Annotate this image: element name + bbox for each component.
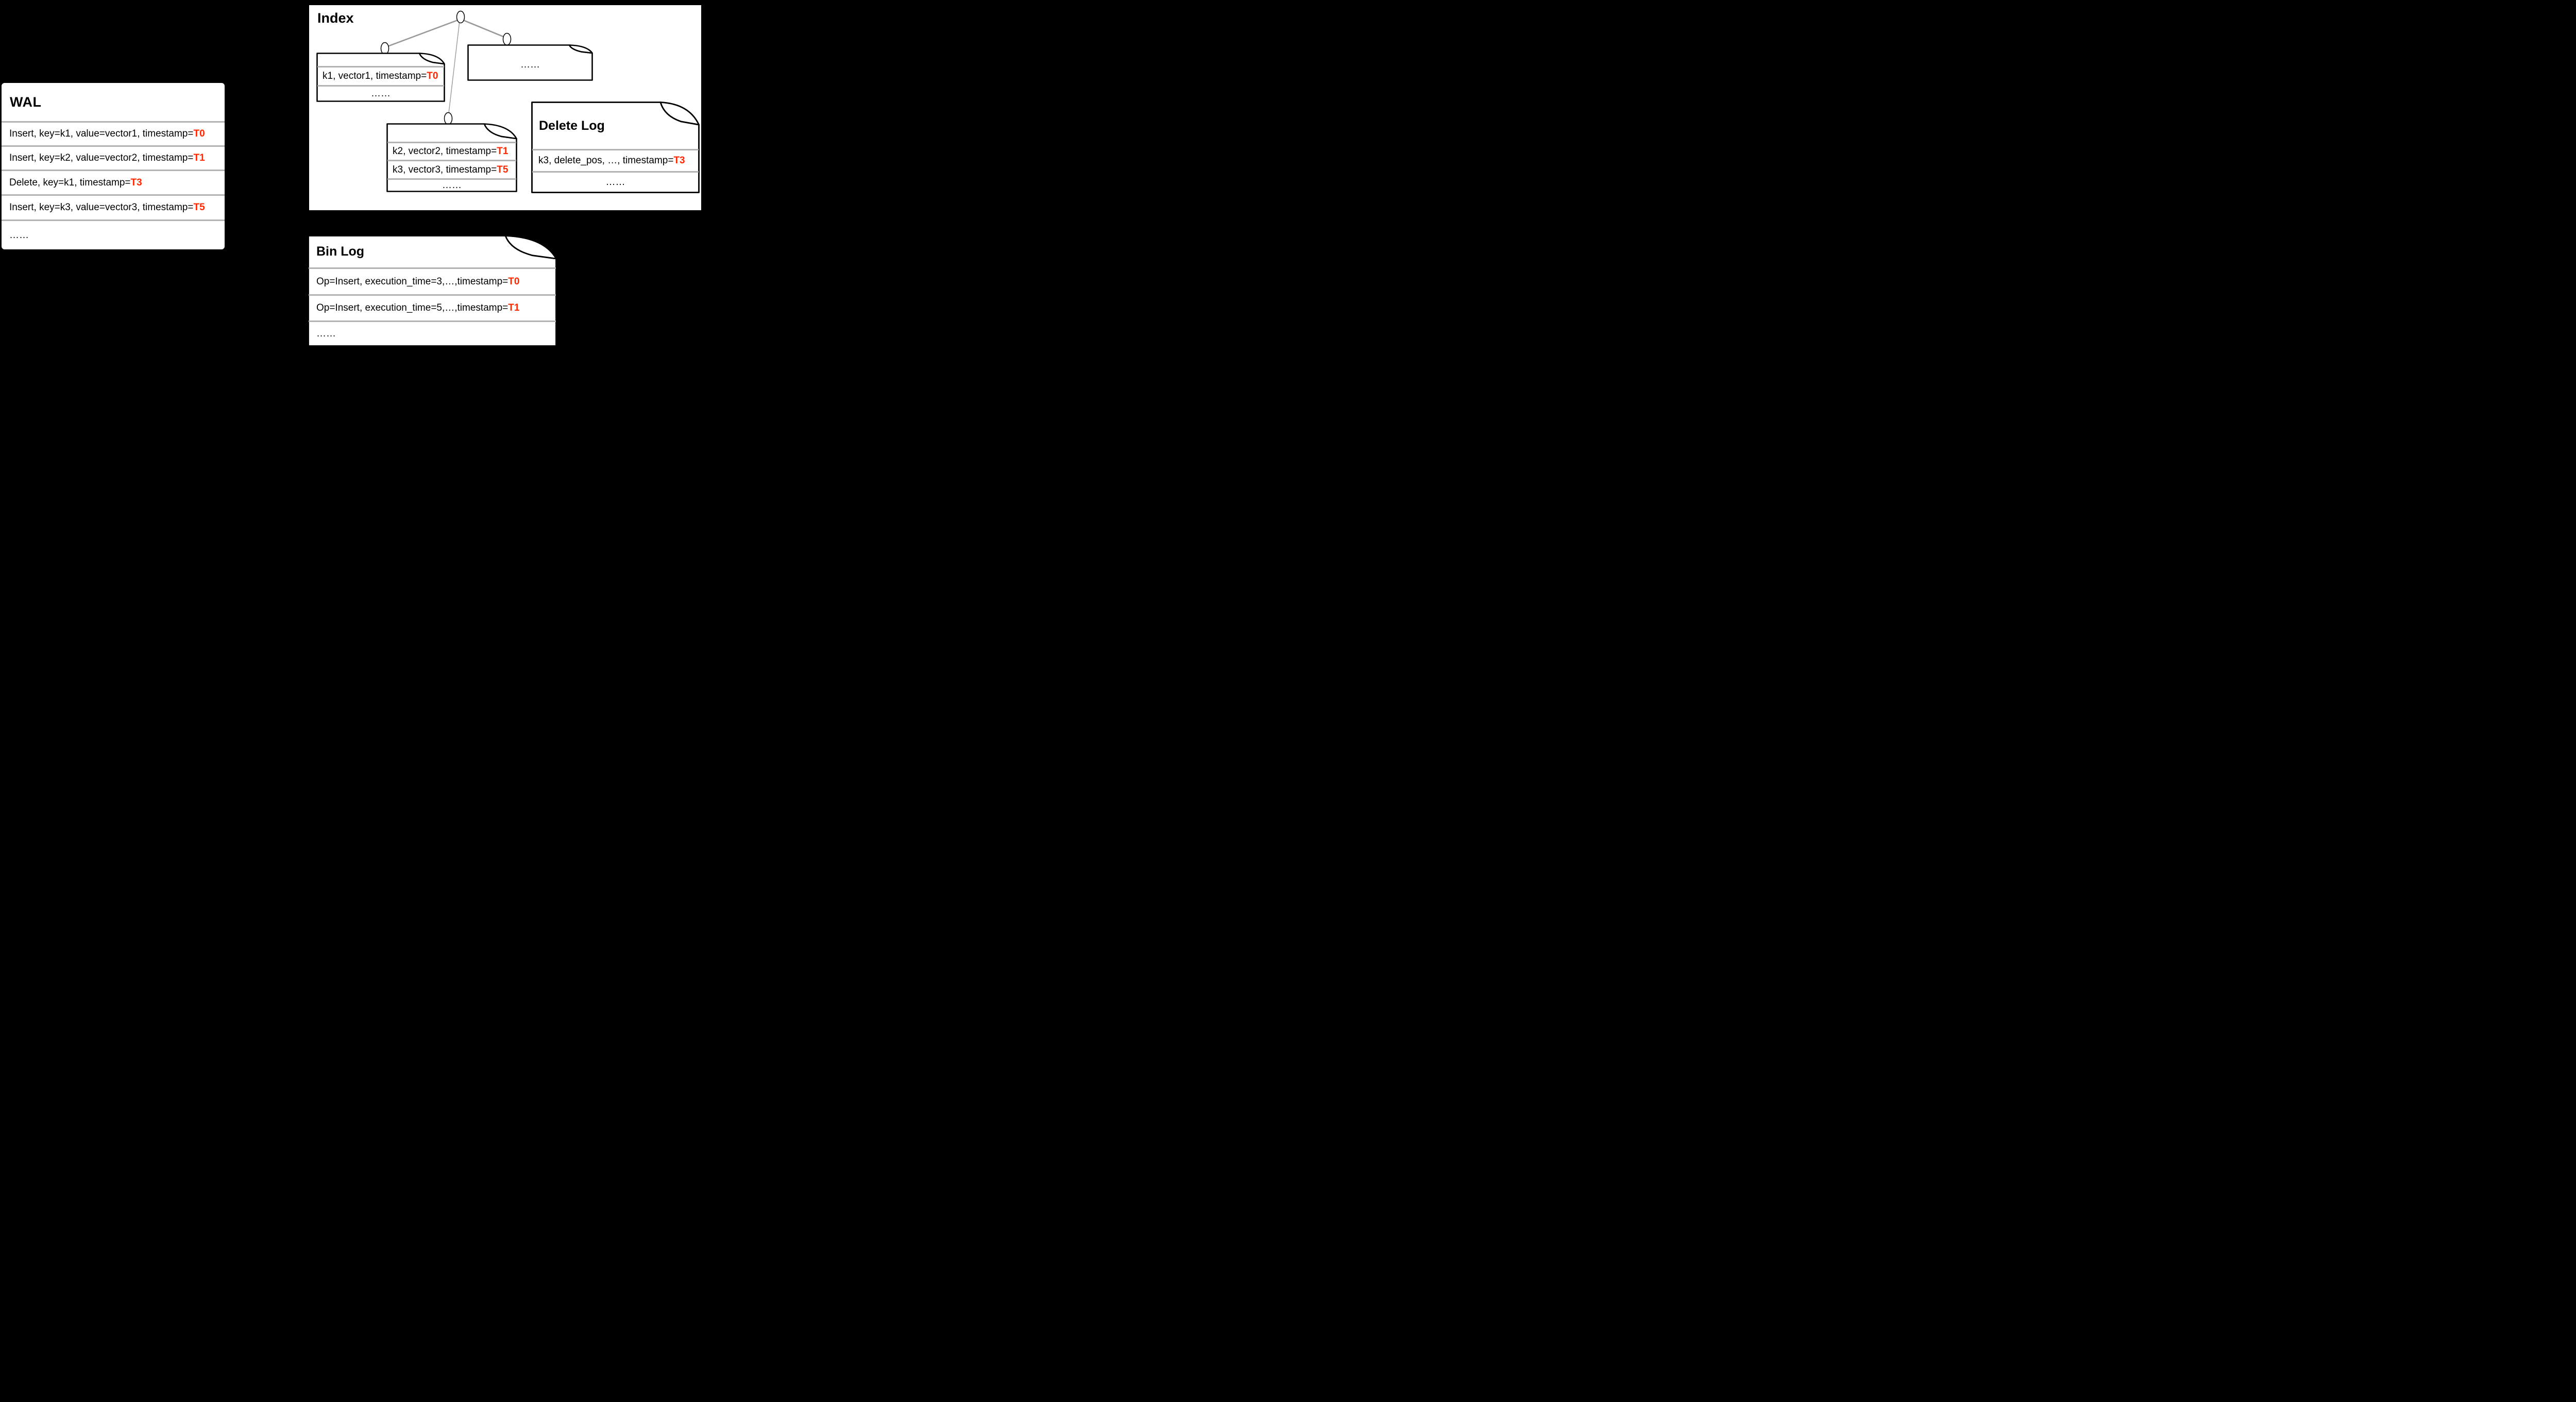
- segment-row: k1, vector1, timestamp=T0: [317, 66, 444, 85]
- segment-row-text: k1, vector1, timestamp=: [323, 71, 427, 81]
- segment-row: k3, vector3, timestamp=T5: [387, 160, 516, 178]
- segment-row-text: k2, vector2, timestamp=: [393, 145, 497, 157]
- ellipsis-text: ……: [371, 88, 391, 99]
- ellipsis-text: ……: [442, 180, 462, 191]
- wal-panel: WAL Insert, key=k1, value=vector1, times…: [2, 83, 225, 249]
- timestamp-highlight: T5: [497, 164, 509, 175]
- page-shape: [316, 53, 445, 102]
- timestamp-highlight: T1: [193, 153, 205, 163]
- index-panel: Index k1, vector1, timestamp=T0: [308, 4, 703, 212]
- page-shape: [308, 235, 557, 347]
- bin-log-row-text: Op=Insert, execution_time=5,…,timestamp=: [316, 302, 509, 313]
- page-delete-log: Delete Log k3, delete_pos, …, timestamp=…: [531, 102, 700, 193]
- bin-log-title: Bin Log: [316, 244, 365, 259]
- wal-row-text: Insert, key=k2, value=vector2, timestamp…: [9, 153, 194, 163]
- bin-log-row: Op=Insert, execution_time=5,…,timestamp=…: [309, 294, 556, 320]
- timestamp-highlight: T0: [508, 276, 520, 287]
- segment-row-text: k3, vector3, timestamp=: [393, 164, 497, 175]
- tree-node-right: [502, 32, 512, 46]
- page-rows: Delete Log k3, delete_pos, …, timestamp=…: [532, 103, 699, 192]
- bin-log-row: Op=Insert, execution_time=3,…,timestamp=…: [309, 267, 556, 294]
- page-k2k3-segment: k2, vector2, timestamp=T1 k3, vector3, t…: [386, 123, 517, 192]
- timestamp-highlight: T0: [193, 128, 205, 139]
- wal-row: Delete, key=k1, timestamp=T3: [2, 170, 225, 194]
- page-rows: k1, vector1, timestamp=T0 ……: [317, 54, 444, 101]
- tree-edge: [460, 18, 507, 39]
- page-fold-corner: [483, 123, 517, 140]
- timestamp-highlight: T3: [673, 155, 685, 166]
- page-fold-corner: [568, 44, 593, 54]
- wal-ellipsis-row: ……: [2, 219, 225, 249]
- ellipsis-text: ……: [605, 177, 625, 188]
- wal-row-text: Insert, key=k3, value=vector3, timestamp…: [9, 202, 194, 213]
- delete-log-row: k3, delete_pos, …, timestamp=T3: [532, 149, 699, 171]
- page-header-space: [387, 124, 516, 142]
- segment-row: k2, vector2, timestamp=T1: [387, 141, 516, 160]
- index-tree: [380, 10, 512, 125]
- page-fold-corner: [504, 235, 557, 260]
- page-bin-log: Bin Log Op=Insert, execution_time=3,…,ti…: [308, 235, 557, 347]
- page-rows: k2, vector2, timestamp=T1 k3, vector3, t…: [387, 124, 516, 191]
- index-title: Index: [317, 10, 354, 26]
- tree-edge: [384, 18, 461, 48]
- ellipsis-row: ……: [317, 85, 444, 101]
- wal-row: Insert, key=k1, value=vector1, timestamp…: [2, 121, 225, 145]
- page-fold-corner: [659, 102, 700, 126]
- delete-log-row-text: k3, delete_pos, …, timestamp=: [538, 155, 674, 166]
- tree-node-root: [456, 10, 465, 24]
- page-more-segments: ……: [467, 44, 593, 81]
- wal-title: WAL: [10, 94, 42, 110]
- timestamp-highlight: T1: [497, 145, 509, 157]
- page-k1-segment: k1, vector1, timestamp=T0 ……: [316, 53, 445, 102]
- wal-row-text: Insert, key=k1, value=vector1, timestamp…: [9, 128, 194, 139]
- page-rows: ……: [468, 45, 592, 80]
- page-rows: Bin Log Op=Insert, execution_time=3,…,ti…: [309, 236, 556, 346]
- page-shape: [467, 44, 593, 81]
- ellipsis-row: ……: [468, 45, 592, 80]
- ellipsis-text: ……: [316, 328, 336, 339]
- delete-log-header: Delete Log: [532, 103, 699, 149]
- delete-log-title: Delete Log: [539, 118, 605, 133]
- page-fold-corner: [418, 53, 445, 65]
- ellipsis-row: ……: [387, 178, 516, 191]
- timestamp-highlight: T0: [427, 71, 438, 81]
- wal-header: WAL: [2, 83, 225, 121]
- page-shape: [531, 102, 700, 193]
- ellipsis-row: ……: [309, 320, 556, 346]
- ellipsis-text: ……: [520, 59, 540, 70]
- wal-row: Insert, key=k3, value=vector3, timestamp…: [2, 194, 225, 219]
- page-header-space: [317, 54, 444, 66]
- diagram-canvas: WAL Insert, key=k1, value=vector1, times…: [0, 0, 704, 350]
- bin-log-row-text: Op=Insert, execution_time=3,…,timestamp=: [316, 276, 509, 287]
- wal-row: Insert, key=k2, value=vector2, timestamp…: [2, 145, 225, 170]
- ellipsis-text: ……: [9, 229, 29, 241]
- wal-row-text: Delete, key=k1, timestamp=: [9, 177, 131, 188]
- timestamp-highlight: T1: [508, 302, 520, 313]
- page-shape: [386, 123, 517, 192]
- tree-edge: [448, 21, 460, 118]
- bin-log-header: Bin Log: [309, 236, 556, 267]
- ellipsis-row: ……: [532, 171, 699, 192]
- timestamp-highlight: T3: [130, 177, 142, 188]
- timestamp-highlight: T5: [193, 202, 205, 213]
